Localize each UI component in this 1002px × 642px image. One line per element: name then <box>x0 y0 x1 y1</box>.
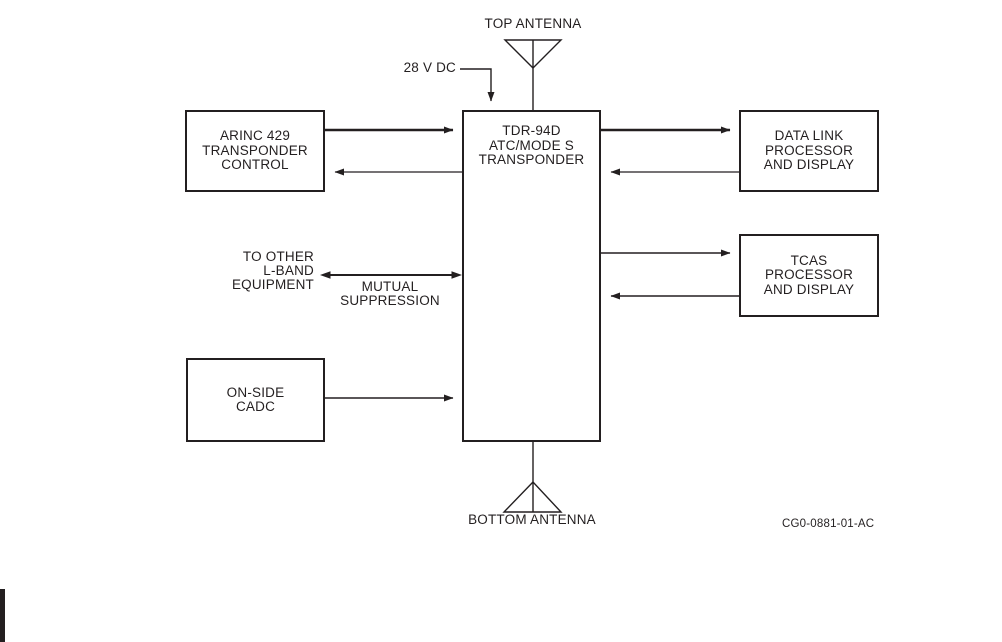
data-link-processor-box: DATA LINK PROCESSOR AND DISPLAY <box>739 110 879 192</box>
figure-code: CG0-0881-01-AC <box>782 518 875 530</box>
mutual-suppression-label: MUTUAL SUPPRESSION <box>340 279 440 308</box>
arrowhead-mutual-left <box>320 271 331 279</box>
power-28vdc-label: 28 V DC <box>403 60 456 75</box>
arrow-28vdc-to-tdr <box>460 68 495 102</box>
on-side-cadc-label: ON-SIDE CADC <box>226 384 285 414</box>
l-band-equipment-label: TO OTHER L-BAND EQUIPMENT <box>231 249 314 292</box>
data-link-processor-label: DATA LINK PROCESSOR AND DISPLAY <box>763 128 855 173</box>
tcas-processor-box: TCAS PROCESSOR AND DISPLAY <box>739 234 879 317</box>
arinc-429-transponder-control-label: ARINC 429 TRANSPONDER CONTROL <box>202 128 308 173</box>
arinc-429-transponder-control-box: ARINC 429 TRANSPONDER CONTROL <box>185 110 325 192</box>
top-antenna-icon <box>503 39 563 69</box>
on-side-cadc-box: ON-SIDE CADC <box>186 358 325 442</box>
bottom-antenna-label: BOTTOM ANTENNA <box>468 512 596 527</box>
page-edge-bar <box>0 589 5 642</box>
tcas-processor-label: TCAS PROCESSOR AND DISPLAY <box>763 252 855 297</box>
arrowhead-mutual-right <box>451 271 462 279</box>
tdr-94d-transponder-box: TDR-94D ATC/MODE S TRANSPONDER <box>462 110 601 442</box>
bottom-antenna-icon <box>502 480 563 513</box>
top-antenna-label: TOP ANTENNA <box>484 16 582 31</box>
tdr-94d-transponder-label: TDR-94D ATC/MODE S TRANSPONDER <box>478 123 585 167</box>
